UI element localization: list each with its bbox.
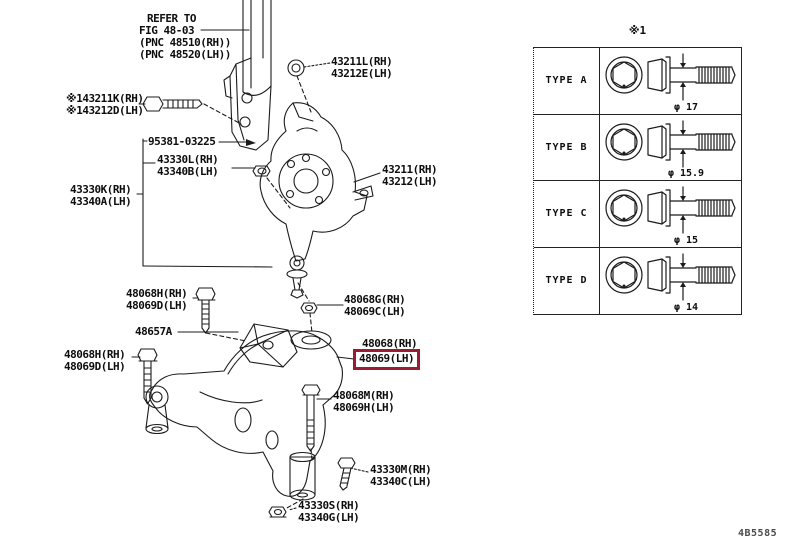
part-label-48068M[interactable]: 48068M(RH) 48069H(LH)	[333, 389, 395, 414]
bolt-type-label: TYPE C	[534, 181, 600, 247]
refer-note: REFER TO FIG 48-03 (PNC 48510(RH)) (PNC …	[139, 13, 231, 61]
part-label-43330S[interactable]: 43330S(RH) 43340G(LH)	[298, 499, 360, 524]
refer-note-line: FIG 48-03	[139, 24, 195, 37]
refer-note-line: (PNC 48520(LH))	[139, 48, 231, 61]
bolt-row-type-a: TYPE A φ 17	[534, 48, 741, 115]
bolt-icon	[604, 252, 738, 302]
part-label-48657A[interactable]: 48657A	[135, 325, 172, 338]
bolt-icon	[604, 185, 738, 235]
lower-control-arm	[145, 330, 343, 501]
part-label-43211K[interactable]: ※143211K(RH) ※143212D(LH)	[66, 92, 144, 117]
refer-note-line: REFER TO	[147, 12, 196, 25]
bolt-table-header: ※1	[628, 24, 647, 37]
dashed-axis-lines	[203, 75, 369, 511]
bolt-48068H-lower	[137, 348, 158, 405]
refer-note-line: (PNC 48510(RH))	[139, 36, 231, 49]
figure-code: 4B5585	[738, 528, 778, 539]
bolt-48068H-upper	[195, 287, 216, 334]
bracket-48657A	[239, 323, 298, 368]
strut-assembly	[223, 0, 272, 151]
nut-43330L	[252, 165, 271, 177]
part-label-43211[interactable]: 43211(RH) 43212(LH)	[382, 163, 438, 188]
bolt-row-type-b: TYPE B φ 15.9	[534, 114, 741, 181]
part-label-48068H-upper[interactable]: 48068H(RH) 48069D(LH)	[126, 287, 188, 312]
ball-joint	[286, 255, 308, 299]
bolt-type-label: TYPE D	[534, 247, 600, 314]
bolt-icon	[604, 52, 738, 102]
nut-43330S	[268, 506, 287, 518]
part-label-43211L[interactable]: 43211L(RH) 43212E(LH)	[331, 55, 393, 80]
bolt-diameter: φ 17	[673, 101, 699, 113]
bolt-43330M	[337, 457, 356, 491]
bolt-icon	[604, 119, 738, 169]
bolt-row-type-d: TYPE D φ 14	[534, 247, 741, 314]
bolt-diameter: φ 15	[673, 234, 699, 246]
highlighted-part-48069[interactable]: 48069(LH)	[353, 349, 421, 370]
leader-lines	[131, 29, 381, 400]
nut-48068G	[300, 302, 318, 314]
part-label-43330K[interactable]: 43330K(RH) 43340A(LH)	[70, 183, 132, 208]
bolt-43211L	[287, 59, 331, 77]
bolt-43211K	[142, 96, 203, 112]
bolt-diameter: φ 14	[673, 302, 699, 313]
part-label-48068G[interactable]: 48068G(RH) 48069C(LH)	[344, 293, 406, 318]
part-label-48068[interactable]: 48068(RH)	[362, 337, 418, 350]
bolt-type-label: TYPE A	[534, 48, 600, 114]
bolt-type-label: TYPE B	[534, 114, 600, 180]
bolt-diameter: φ 15.9	[667, 168, 705, 179]
part-label-43330L[interactable]: 43330L(RH) 43340B(LH)	[157, 153, 219, 178]
part-label-95381-03225[interactable]: 95381-03225	[148, 135, 216, 148]
steering-knuckle	[259, 102, 374, 262]
bolt-spec-table: TYPE A φ 17 TYPE B φ 15.9 TYPE C φ 15 TY…	[533, 47, 742, 315]
part-label-48068H-lower[interactable]: 48068H(RH) 48069D(LH)	[64, 348, 126, 373]
bolt-48068M	[301, 384, 321, 452]
bolt-row-type-c: TYPE C φ 15	[534, 181, 741, 248]
part-label-43330M[interactable]: 43330M(RH) 43340C(LH)	[370, 463, 432, 488]
